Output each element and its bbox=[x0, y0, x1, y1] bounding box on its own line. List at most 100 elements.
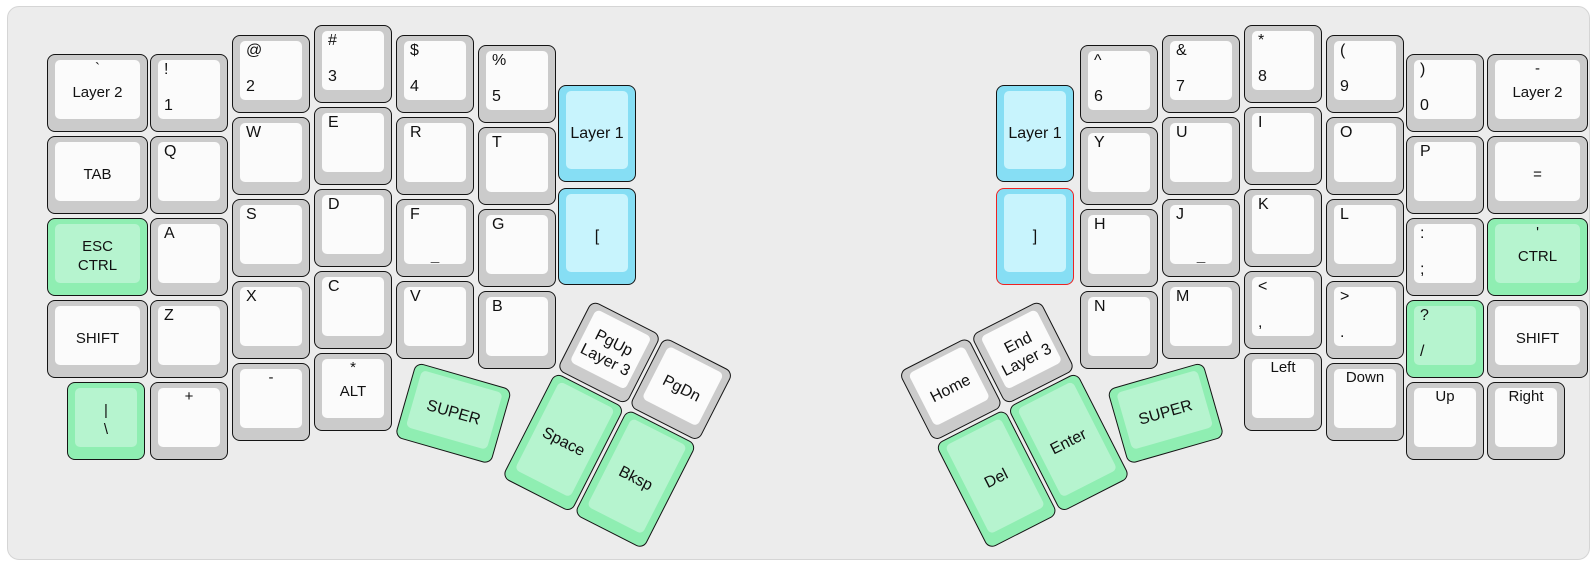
key-label-tl: # bbox=[328, 32, 337, 49]
key-label-tl: : bbox=[1420, 225, 1425, 242]
key-shift-right[interactable]: SHIFT bbox=[1487, 300, 1588, 378]
keycap-top bbox=[1414, 142, 1476, 201]
key-k[interactable]: K bbox=[1244, 189, 1322, 267]
key-period[interactable]: >. bbox=[1326, 281, 1404, 359]
key-label-tc: Up bbox=[1435, 388, 1455, 405]
key-label-tl: F bbox=[410, 206, 420, 223]
key-1[interactable]: !1 bbox=[150, 54, 228, 132]
key-r[interactable]: R bbox=[396, 117, 474, 195]
key-w[interactable]: W bbox=[232, 117, 310, 195]
key-5[interactable]: %5 bbox=[478, 45, 556, 123]
key-x[interactable]: X bbox=[232, 281, 310, 359]
key-super-left[interactable]: SUPER bbox=[394, 362, 513, 465]
key-s[interactable]: S bbox=[232, 199, 310, 277]
key-right-bracket[interactable]: ] bbox=[996, 188, 1074, 285]
key-d[interactable]: D bbox=[314, 189, 392, 267]
keycap-top bbox=[1170, 41, 1232, 100]
key-super-right[interactable]: SUPER bbox=[1106, 362, 1225, 465]
key-z[interactable]: Z bbox=[150, 300, 228, 378]
key-arrow-down[interactable]: Down bbox=[1326, 363, 1404, 441]
key-equals[interactable]: = bbox=[1487, 136, 1588, 214]
key-label-bl: / bbox=[1420, 343, 1425, 360]
key-g[interactable]: G bbox=[478, 209, 556, 287]
key-label-tl: & bbox=[1176, 42, 1187, 59]
key-p[interactable]: P bbox=[1406, 136, 1484, 214]
key-label-bc: _ bbox=[430, 247, 440, 264]
key-a[interactable]: A bbox=[150, 218, 228, 296]
key-label-tl: > bbox=[1340, 288, 1350, 305]
keycap-top bbox=[566, 91, 628, 169]
key-label-bl: 0 bbox=[1420, 97, 1429, 114]
key-label-c: Layer 1 bbox=[570, 124, 624, 142]
key-6[interactable]: ^6 bbox=[1080, 45, 1158, 123]
key-o[interactable]: O bbox=[1326, 117, 1404, 195]
key-grave-layer2[interactable]: `Layer 2 bbox=[47, 54, 148, 132]
key-tab[interactable]: TAB bbox=[47, 136, 148, 214]
key-label-tl: E bbox=[328, 114, 339, 131]
key-l[interactable]: L bbox=[1326, 199, 1404, 277]
key-y[interactable]: Y bbox=[1080, 127, 1158, 205]
key-label-tl: D bbox=[328, 196, 340, 213]
key-label-bl: 1 bbox=[164, 97, 173, 114]
key-arrow-left[interactable]: Left bbox=[1244, 353, 1322, 431]
keycap-top bbox=[1334, 123, 1396, 182]
key-n[interactable]: N bbox=[1080, 291, 1158, 369]
key-slash[interactable]: ?/ bbox=[1406, 300, 1484, 378]
key-esc-ctrl[interactable]: ESC CTRL bbox=[47, 218, 148, 296]
key-label-tc: - bbox=[1535, 60, 1540, 77]
keycap-top bbox=[1170, 123, 1232, 182]
key-arrow-up[interactable]: Up bbox=[1406, 382, 1484, 460]
keycap-top bbox=[1334, 369, 1396, 428]
key-b[interactable]: B bbox=[478, 291, 556, 369]
key-f[interactable]: F_ bbox=[396, 199, 474, 277]
key-j[interactable]: J_ bbox=[1162, 199, 1240, 277]
key-8[interactable]: *8 bbox=[1244, 25, 1322, 103]
key-star-alt[interactable]: *ALT bbox=[314, 353, 392, 431]
keycap-top bbox=[404, 287, 466, 346]
key-minus-left[interactable]: - bbox=[232, 363, 310, 441]
key-label-bl: ; bbox=[1420, 261, 1425, 278]
key-m[interactable]: M bbox=[1162, 281, 1240, 359]
key-semicolon[interactable]: :; bbox=[1406, 218, 1484, 296]
key-2[interactable]: @2 bbox=[232, 35, 310, 113]
key-minus-layer2[interactable]: -Layer 2 bbox=[1487, 54, 1588, 132]
key-0[interactable]: )0 bbox=[1406, 54, 1484, 132]
key-plus[interactable]: + bbox=[150, 382, 228, 460]
key-3[interactable]: #3 bbox=[314, 25, 392, 103]
key-i[interactable]: I bbox=[1244, 107, 1322, 185]
key-quote-ctrl[interactable]: 'CTRL bbox=[1487, 218, 1588, 296]
key-left-bracket[interactable]: [ bbox=[558, 188, 636, 285]
key-label-c: ] bbox=[1032, 227, 1038, 245]
keycap-top bbox=[55, 224, 140, 283]
keycap-top bbox=[1252, 113, 1314, 172]
key-label-tc: Down bbox=[1345, 369, 1385, 386]
key-u[interactable]: U bbox=[1162, 117, 1240, 195]
key-label-tl: B bbox=[492, 298, 503, 315]
key-e[interactable]: E bbox=[314, 107, 392, 185]
key-v[interactable]: V bbox=[396, 281, 474, 359]
keycap-top bbox=[1495, 224, 1580, 283]
key-t[interactable]: T bbox=[478, 127, 556, 205]
key-c[interactable]: C bbox=[314, 271, 392, 349]
key-q[interactable]: Q bbox=[150, 136, 228, 214]
key-4[interactable]: $4 bbox=[396, 35, 474, 113]
key-7[interactable]: &7 bbox=[1162, 35, 1240, 113]
key-label-c: ALT bbox=[339, 383, 367, 401]
key-label-bl: , bbox=[1258, 314, 1263, 331]
key-comma[interactable]: <, bbox=[1244, 271, 1322, 349]
key-h[interactable]: H bbox=[1080, 209, 1158, 287]
key-shift-left[interactable]: SHIFT bbox=[47, 300, 148, 378]
keycap-top bbox=[322, 31, 384, 90]
key-label-tl: Z bbox=[164, 307, 174, 324]
key-layer1-right[interactable]: Layer 1 bbox=[996, 85, 1074, 182]
key-label-c: SHIFT bbox=[1515, 330, 1560, 348]
keycap-top bbox=[158, 306, 220, 365]
key-arrow-right[interactable]: Right bbox=[1487, 382, 1565, 460]
key-pipe-backslash[interactable]: | \ bbox=[67, 382, 145, 460]
key-label-c: = bbox=[1533, 166, 1542, 184]
keycap-top bbox=[404, 123, 466, 182]
keycap-top bbox=[240, 41, 302, 100]
key-label-tl: U bbox=[1176, 124, 1188, 141]
key-layer1-left[interactable]: Layer 1 bbox=[558, 85, 636, 182]
key-9[interactable]: (9 bbox=[1326, 35, 1404, 113]
